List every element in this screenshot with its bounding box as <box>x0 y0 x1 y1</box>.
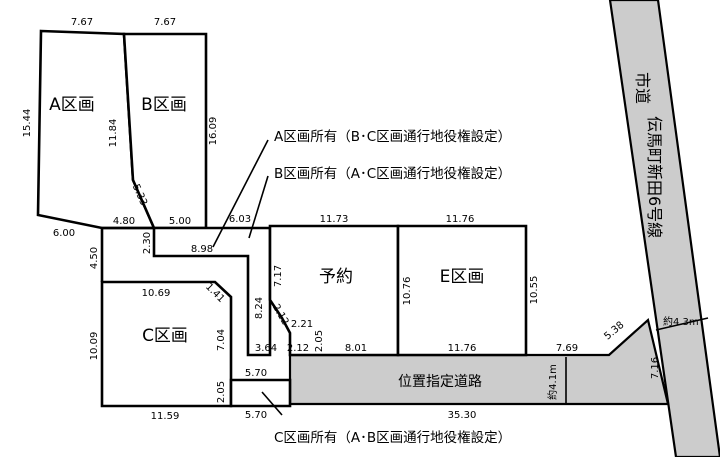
dim-road-bottom: 35.30 <box>448 410 477 421</box>
dim-c-small: 2.05 <box>216 381 227 403</box>
city-road-width: 約4.3m <box>663 315 699 328</box>
dim-364: 3.64 <box>255 343 277 354</box>
city-road <box>608 0 720 457</box>
dim-480: 4.80 <box>113 216 135 227</box>
dim-road-538: 5.38 <box>602 320 626 343</box>
dim-b-top: 7.67 <box>154 17 176 28</box>
dim-a-bottom: 6.00 <box>53 228 75 239</box>
designated-road-width: 約4.1m <box>546 364 559 400</box>
dim-r-bottom: 8.01 <box>345 343 367 354</box>
dim-r-221: 2.21 <box>291 319 313 330</box>
lot-reserved <box>268 224 400 357</box>
leader-b <box>248 175 269 239</box>
dim-e-top: 11.76 <box>446 214 475 225</box>
leader-a <box>212 139 269 248</box>
dim-c-bottom: 11.59 <box>151 411 180 422</box>
dim-b-right: 16.09 <box>208 117 219 146</box>
dim-603: 6.03 <box>229 214 251 225</box>
lot-c <box>100 280 233 408</box>
city-road-name-1: 市道 <box>633 72 652 104</box>
designated-road-label: 位置指定道路 <box>398 374 482 390</box>
dim-824: 8.24 <box>254 297 265 319</box>
dim-r-717: 7.17 <box>273 265 284 287</box>
city-road-width-marker <box>655 317 709 331</box>
lot-c-label: C区画 <box>142 326 188 346</box>
dim-450: 4.50 <box>89 247 100 269</box>
dim-road-716: 7.16 <box>650 357 661 379</box>
lot-e-label: E区画 <box>440 267 485 287</box>
dim-a-left: 15.44 <box>22 109 33 138</box>
dim-road-570-top: 5.70 <box>245 368 267 379</box>
dim-230: 2.30 <box>142 232 153 254</box>
lot-a-label: A区画 <box>49 95 95 115</box>
dim-c-top: 10.69 <box>142 288 171 299</box>
dim-road-769: 7.69 <box>556 343 578 354</box>
dim-e-left: 10.76 <box>402 277 413 306</box>
dim-r-205: 2.05 <box>314 330 325 352</box>
note-b-easement: B区画所有（A･C区画通行地役権設定） <box>274 165 511 182</box>
dim-e-bottom: 11.76 <box>448 343 477 354</box>
dim-c-right: 7.04 <box>216 329 227 351</box>
note-a-easement: A区画所有（B･C区画通行地役権設定） <box>274 128 511 145</box>
dim-212: 2.12 <box>287 343 309 354</box>
leader-c <box>261 391 283 416</box>
lot-b-label: B区画 <box>141 95 187 115</box>
city-road-name-2: 伝馬町新田6号線 <box>645 116 664 238</box>
dim-reserved-top: 11.73 <box>320 214 349 225</box>
lot-c-access <box>229 378 292 408</box>
dim-898: 8.98 <box>191 244 213 255</box>
dim-ab-shared: 11.84 <box>108 119 119 148</box>
lot-e <box>396 224 528 357</box>
note-c-easement: C区画所有（A･B区画通行地役権設定） <box>274 429 511 446</box>
lot-reserved-label: 予約 <box>319 267 353 287</box>
dim-e-right: 10.55 <box>529 276 540 305</box>
dim-a-top: 7.67 <box>71 17 93 28</box>
dim-c-left: 10.09 <box>89 332 100 361</box>
dim-500: 5.00 <box>169 216 191 227</box>
dim-road-570-bottom: 5.70 <box>245 410 267 421</box>
